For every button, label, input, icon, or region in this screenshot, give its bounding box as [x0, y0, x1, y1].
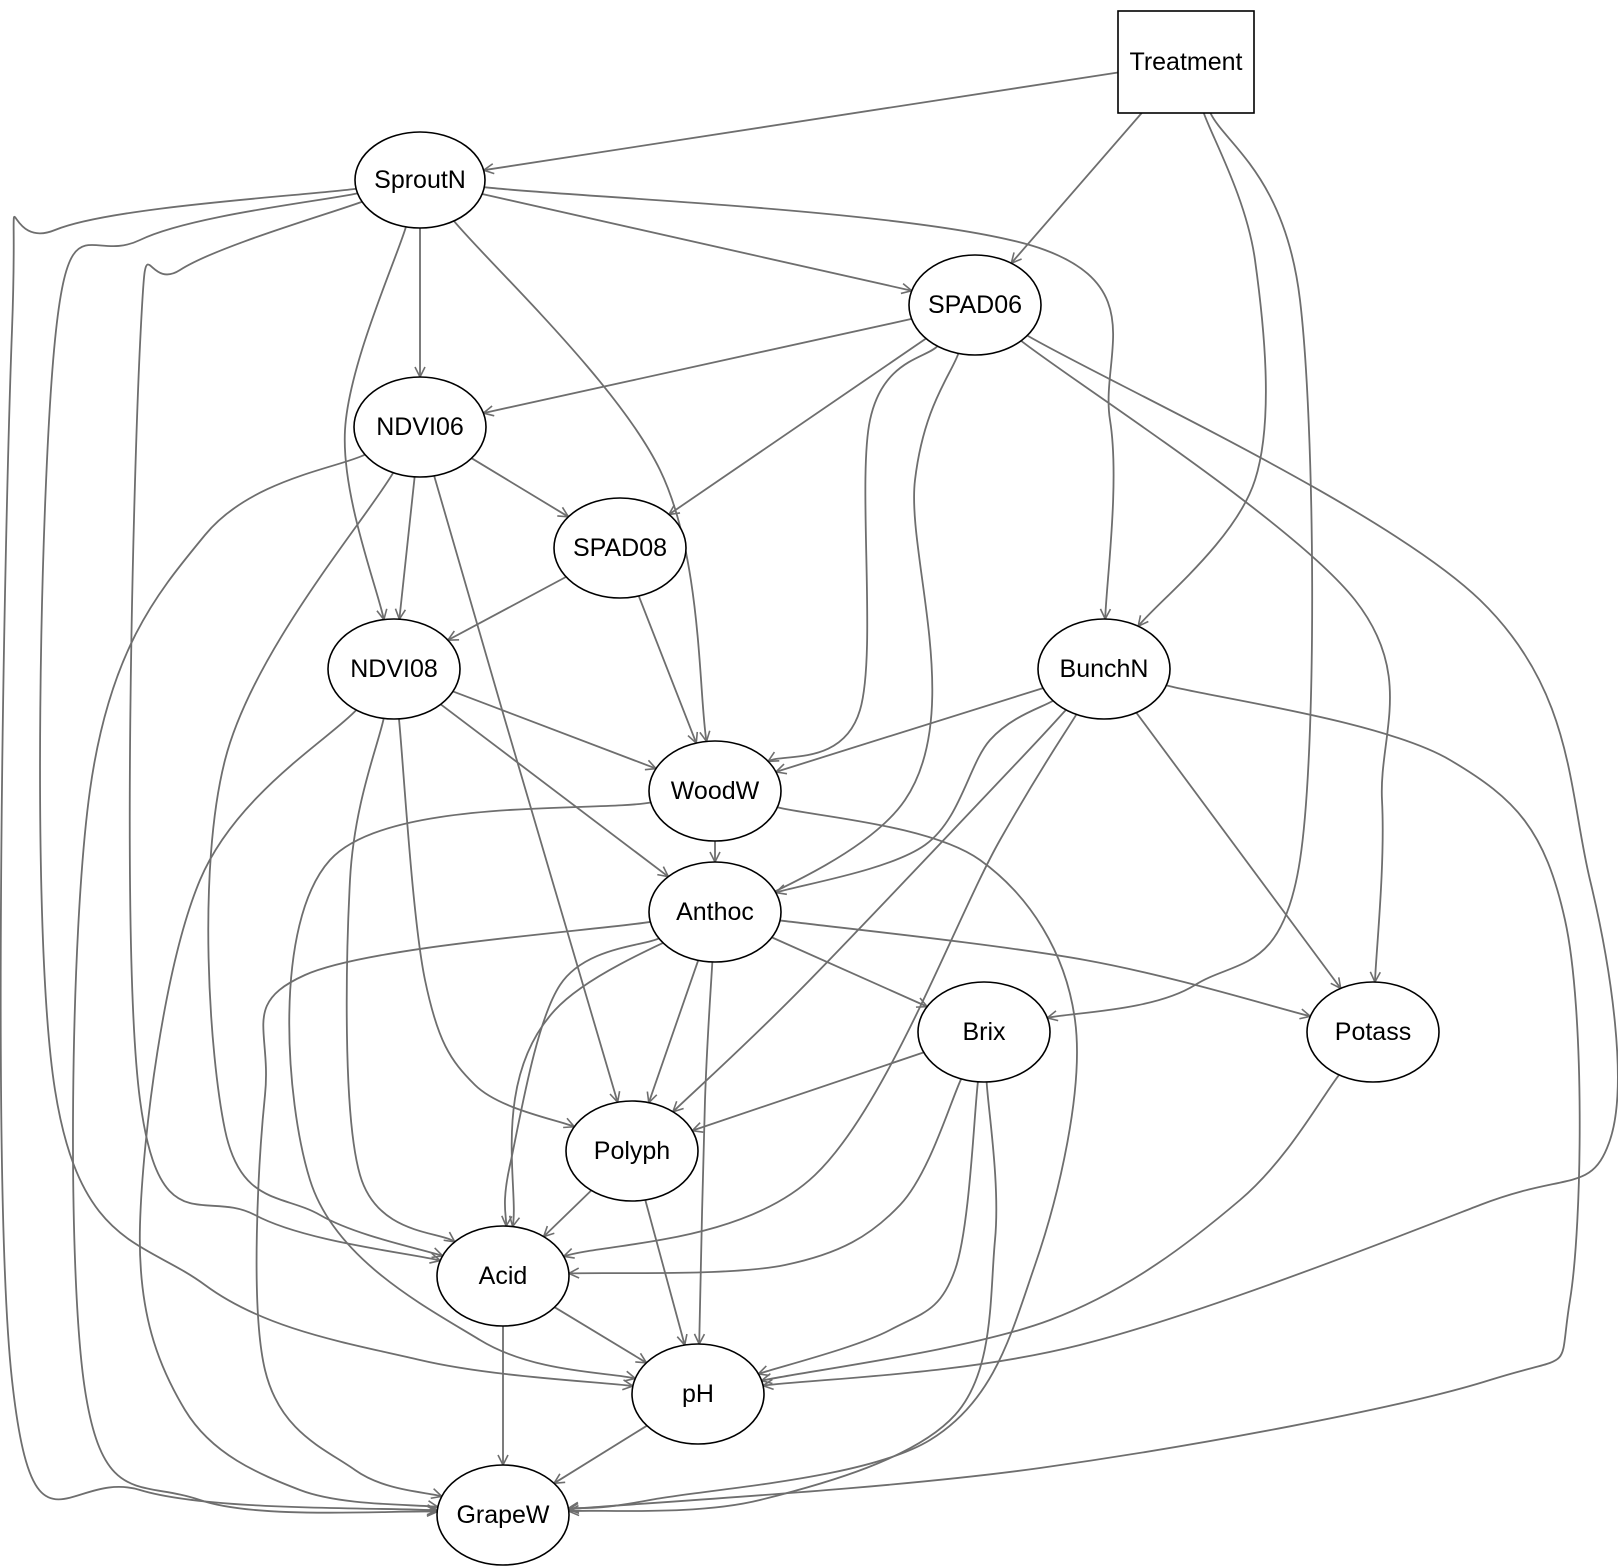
edge-polyph-to-ph: [644, 1199, 684, 1345]
node-treatment: Treatment: [1117, 10, 1255, 114]
node-polyph: Polyph: [565, 1100, 699, 1202]
edge-anthoc-to-brix: [771, 936, 927, 1006]
node-ph-label: pH: [682, 1380, 714, 1408]
edge-ndvi08-to-acid: [345, 718, 455, 1242]
node-treatment-label: Treatment: [1129, 48, 1242, 76]
edge-bunchn-to-woodw: [776, 687, 1044, 772]
node-woodw-label: WoodW: [671, 777, 760, 805]
edge-spad06-to-woodw: [768, 345, 939, 761]
edge-spad08-to-ndvi08: [448, 576, 567, 640]
edge-anthoc-to-polyph: [649, 960, 700, 1102]
edge-treatment-to-sproutn: [484, 71, 1119, 170]
edge-bunchn-to-anthoc: [776, 699, 1054, 893]
node-potass-shape: [1306, 981, 1440, 1083]
edge-ndvi08-to-grapew: [138, 709, 438, 1507]
node-bunchn-shape: [1037, 618, 1171, 720]
edge-sproutn-to-bunchn: [484, 186, 1115, 619]
node-acid-label: Acid: [479, 1262, 528, 1290]
node-ndvi08: NDVI08: [327, 618, 461, 720]
node-ndvi08-label: NDVI08: [350, 655, 438, 683]
node-spad06-label: SPAD06: [928, 291, 1022, 319]
edge-treatment-to-brix: [1047, 112, 1314, 1018]
edge-ndvi06-to-spad08: [471, 457, 569, 517]
edge-ndvi06-to-ndvi08: [399, 476, 416, 619]
edge-anthoc-to-grapew: [255, 921, 651, 1496]
node-anthoc-shape: [648, 861, 782, 963]
edge-sproutn-to-spad06: [481, 193, 912, 291]
edge-spad06-to-spad08: [669, 337, 927, 515]
edge-spad08-to-woodw: [637, 595, 697, 743]
node-acid: Acid: [436, 1225, 570, 1327]
node-spad08: SPAD08: [553, 497, 687, 599]
node-brix-label: Brix: [962, 1018, 1006, 1046]
edge-sproutn-to-acid: [128, 200, 440, 1261]
node-potass: Potass: [1306, 981, 1440, 1083]
edge-ndvi06-to-grapew: [72, 453, 437, 1513]
edge-anthoc-to-potass: [779, 919, 1310, 1016]
node-spad06: SPAD06: [908, 254, 1042, 356]
node-spad08-shape: [553, 497, 687, 599]
edge-bunchn-to-polyph: [673, 709, 1067, 1112]
edge-bunchn-to-acid: [564, 713, 1078, 1256]
node-grapew-shape: [436, 1464, 570, 1566]
edge-treatment-to-spad06: [1011, 112, 1143, 263]
edge-sproutn-to-grapew: [0, 187, 438, 1511]
node-sproutn-label: SproutN: [374, 166, 466, 194]
node-ph-shape: [631, 1343, 765, 1445]
edge-woodw-to-ph: [288, 801, 651, 1379]
edge-sproutn-to-ph: [39, 192, 633, 1386]
node-grapew-label: GrapeW: [456, 1501, 549, 1529]
edge-bunchn-to-potass: [1135, 712, 1340, 989]
edge-brix-to-acid: [569, 1078, 963, 1274]
edge-spad06-to-potass: [1020, 340, 1391, 982]
edge-treatment-to-bunchn: [1138, 112, 1267, 626]
node-bunchn: BunchN: [1037, 618, 1171, 720]
edge-anthoc-to-ph: [699, 961, 714, 1344]
edge-spad06-to-acid: [512, 353, 960, 1226]
node-brix-shape: [917, 981, 1051, 1083]
node-sproutn: SproutN: [354, 131, 486, 229]
edge-brix-to-grapew: [569, 1081, 998, 1511]
node-ndvi06-label: NDVI06: [376, 413, 464, 441]
edge-ndvi06-to-polyph: [433, 475, 617, 1102]
node-woodw-shape: [648, 740, 782, 842]
node-ndvi06: NDVI06: [353, 376, 487, 478]
node-brix: Brix: [917, 981, 1051, 1083]
edge-brix-to-ph: [758, 1081, 979, 1374]
edge-bunchn-to-grapew: [569, 684, 1581, 1509]
edge-polyph-to-acid: [544, 1189, 592, 1236]
edge-ndvi08-to-polyph: [398, 718, 574, 1127]
edge-acid-to-ph: [554, 1306, 647, 1363]
node-anthoc-label: Anthoc: [676, 898, 754, 926]
edge-potass-to-ph: [762, 1074, 1340, 1381]
edges-layer: [0, 71, 1618, 1513]
edge-woodw-to-grapew: [568, 806, 1078, 1508]
edge-spad06-to-ph: [763, 334, 1618, 1386]
edge-sproutn-to-ndvi08: [343, 226, 407, 620]
edge-sproutn-to-woodw: [453, 220, 707, 741]
node-spad08-label: SPAD08: [573, 534, 667, 562]
node-ph: pH: [631, 1343, 765, 1445]
node-woodw: WoodW: [648, 740, 782, 842]
node-potass-label: Potass: [1335, 1018, 1411, 1046]
edge-ph-to-grapew: [554, 1424, 648, 1484]
edge-spad06-to-ndvi06: [483, 318, 912, 413]
node-grapew: GrapeW: [436, 1464, 570, 1566]
node-polyph-label: Polyph: [594, 1137, 670, 1165]
edge-brix-to-polyph: [692, 1051, 925, 1130]
node-ndvi08-shape: [327, 618, 461, 720]
node-sproutn-shape: [354, 131, 486, 229]
node-spad06-shape: [908, 254, 1042, 356]
edge-ndvi08-to-anthoc: [440, 703, 669, 876]
edge-ndvi08-to-woodw: [452, 690, 656, 768]
node-treatment-shape: [1117, 10, 1255, 114]
node-ndvi06-shape: [353, 376, 487, 478]
node-anthoc: Anthoc: [648, 861, 782, 963]
node-bunchn-label: BunchN: [1060, 655, 1149, 683]
node-acid-shape: [436, 1225, 570, 1327]
edge-anthoc-to-acid: [505, 937, 660, 1226]
node-polyph-shape: [565, 1100, 699, 1202]
